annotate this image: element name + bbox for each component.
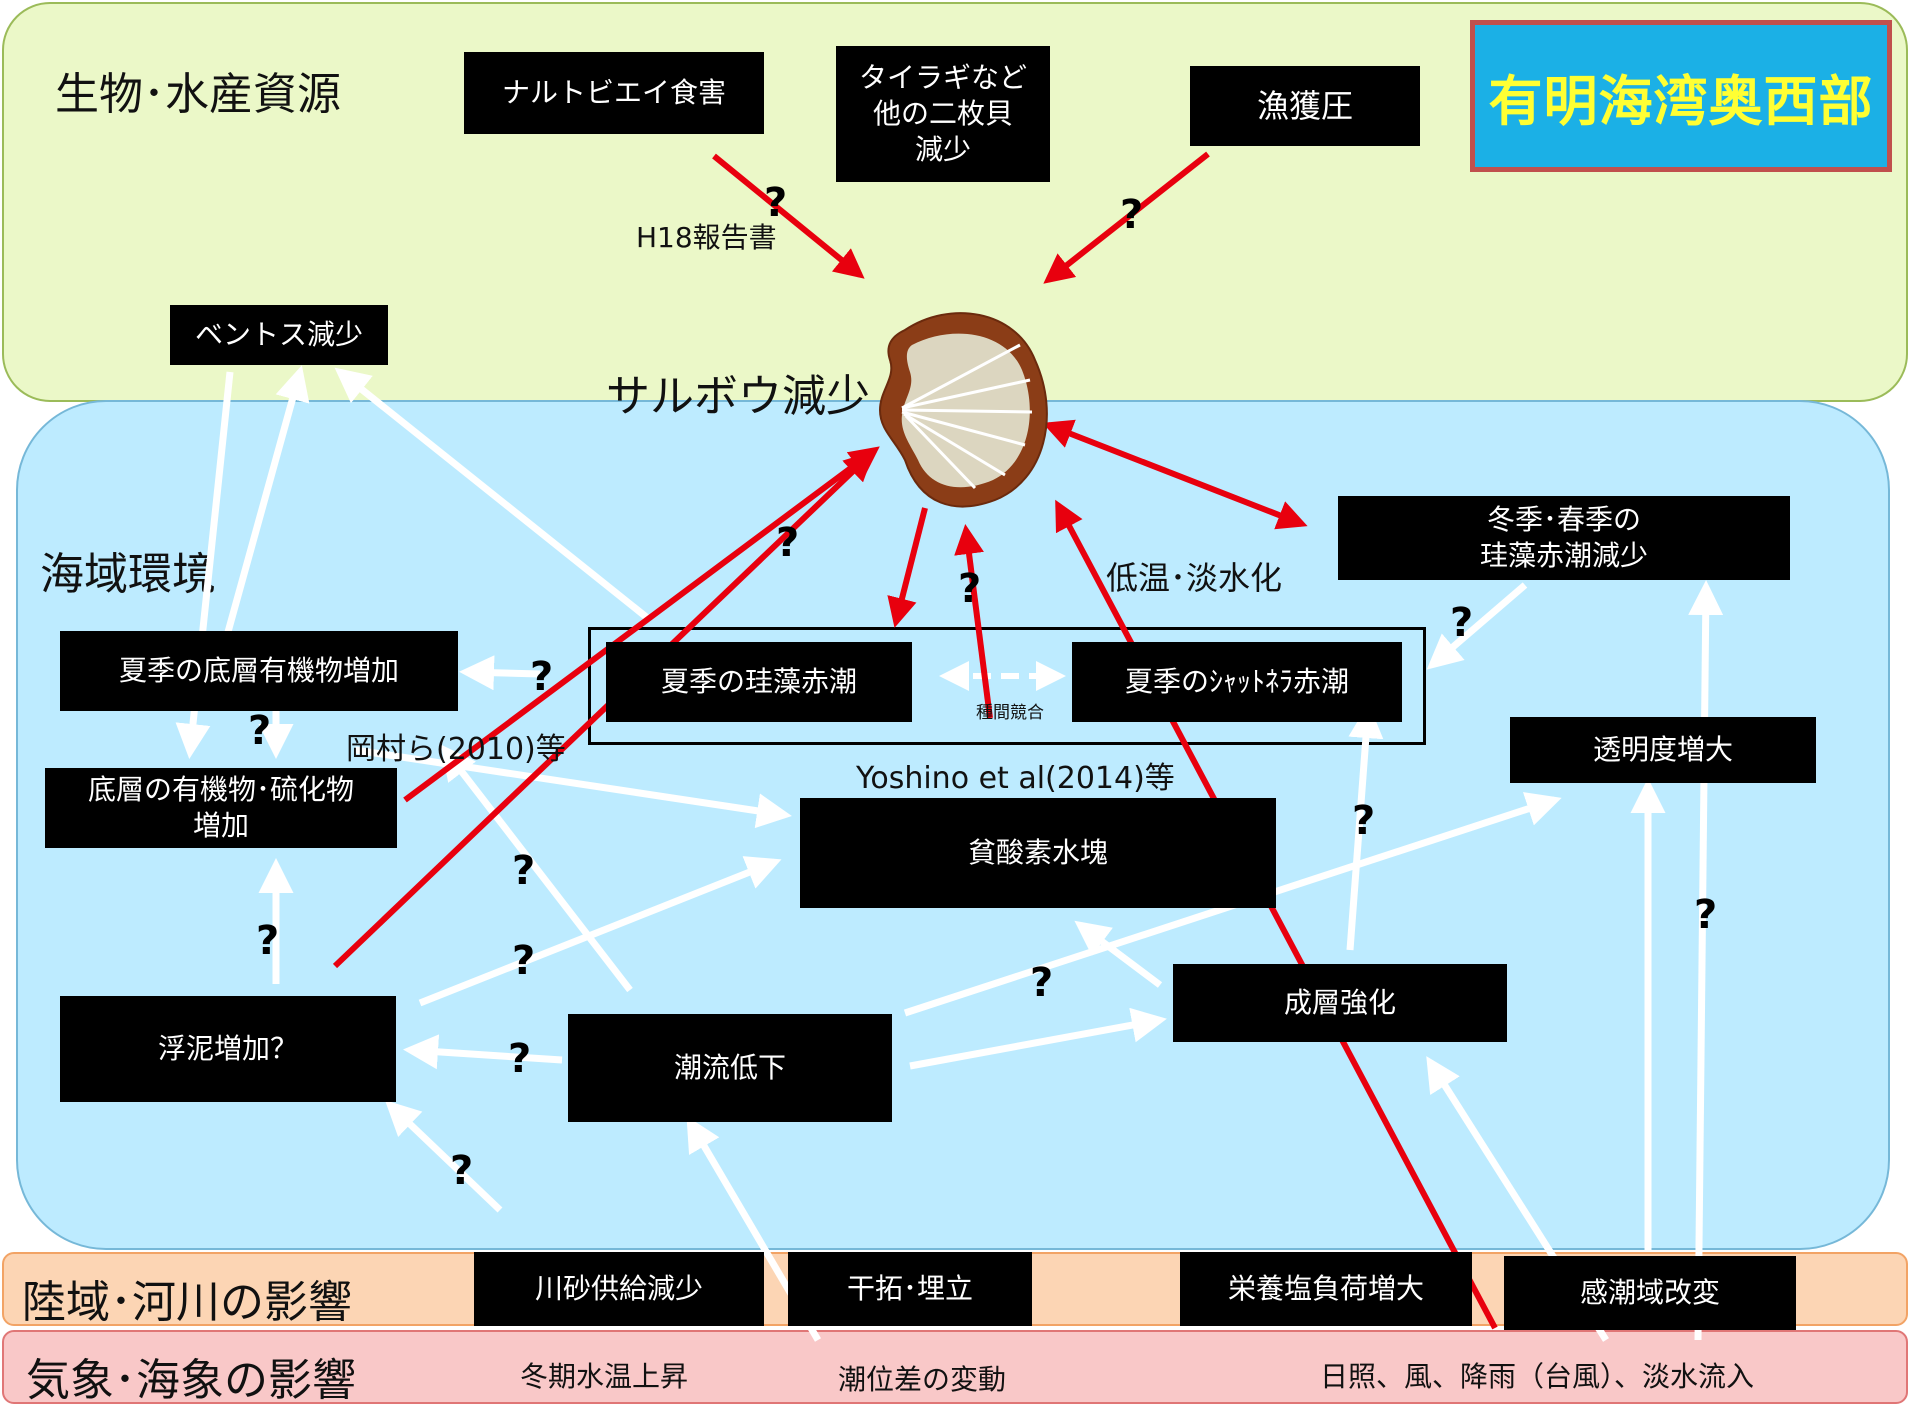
box-chattonella: 夏季のｼｬｯﾄﾈﾗ赤潮	[1072, 642, 1402, 722]
box-summer-organic: 夏季の底層有機物増加	[60, 631, 458, 711]
weather-tide-range: 潮位差の変動	[838, 1363, 1007, 1396]
zone-label-weather: 気象･海象の影響	[26, 1355, 356, 1406]
box-tairagi: タイラギなど 他の二枚貝 減少	[836, 46, 1050, 182]
annotation-low-temp: 低温･淡水化	[1106, 559, 1283, 597]
question-mark: ?	[512, 938, 536, 984]
box-narutobiei: ナルトビエイ食害	[464, 52, 764, 134]
weather-ocean-influence-zone	[2, 1330, 1908, 1404]
arrow-narutobiei-to-sarubo	[712, 153, 865, 279]
title-badge: 有明海湾奥西部	[1470, 20, 1892, 172]
question-mark: ?	[1352, 798, 1376, 844]
box-benthos: ベントス減少	[170, 305, 388, 365]
box-bottom-organic: 底層の有機物･硫化物 増加	[45, 768, 397, 848]
box-tidal-current: 潮流低下	[568, 1014, 892, 1122]
box-gyokaku: 漁獲圧	[1190, 66, 1420, 146]
weather-sunlight: 日照、風、降雨（台風）、淡水流入	[1320, 1360, 1755, 1393]
annotation-h18: H18報告書	[636, 221, 777, 254]
weather-water-temp: 冬期水温上昇	[520, 1360, 689, 1393]
box-stratification: 成層強化	[1173, 964, 1507, 1042]
sarubo-shell-image	[878, 312, 1048, 508]
box-sand: 川砂供給減少	[474, 1252, 764, 1326]
center-label-sarubo: サルボウ減少	[606, 371, 870, 422]
arrow-current-to-organic	[440, 744, 633, 993]
arrow-mud-to-hypoxia	[418, 856, 782, 1007]
zone-label-land: 陸域･河川の影響	[22, 1277, 352, 1328]
arrow-bottom-to-sarubo	[403, 446, 880, 803]
arrow-weather-to-sarubo	[1055, 499, 1498, 1330]
box-transparency: 透明度増大	[1510, 717, 1816, 783]
annotation-okamura: 岡村ら(2010)等	[346, 732, 566, 767]
arrow-to-benthos-2	[334, 367, 653, 623]
arrow-sarubo-to-diatom	[887, 507, 928, 628]
zone-label-sea: 海域環境	[40, 549, 216, 600]
box-nutrient: 栄養塩負荷増大	[1180, 1252, 1472, 1326]
arrow-organic-to-benthos	[224, 365, 310, 633]
page-title: 有明海湾奥西部	[1488, 69, 1874, 133]
box-mud: 浮泥増加？	[60, 996, 396, 1102]
box-summer-diatom: 夏季の珪藻赤潮	[606, 642, 912, 722]
arrow-winter-to-chattonella	[1426, 582, 1528, 670]
question-mark: ?	[530, 654, 554, 700]
question-mark: ?	[256, 918, 280, 964]
arrow-sarubo-winter-double	[1042, 419, 1308, 530]
arrow-mud-to-sarubo	[332, 450, 875, 969]
question-mark: ?	[248, 708, 272, 754]
question-mark: ?	[958, 566, 982, 612]
box-reclamation: 干拓･埋立	[788, 1252, 1032, 1326]
question-mark: ?	[1030, 960, 1054, 1006]
question-mark: ?	[1120, 192, 1144, 238]
question-mark: ?	[764, 180, 788, 226]
arrow-current-to-mud	[403, 1034, 563, 1070]
box-hypoxia: 貧酸素水塊	[800, 798, 1276, 908]
arrow-current-to-strat	[909, 1007, 1167, 1070]
annotation-yoshino: Yoshino et al(2014)等	[856, 761, 1175, 796]
arrow-strat-to-hypoxia	[1074, 920, 1163, 988]
zone-label-bio: 生物･水産資源	[55, 69, 341, 120]
annotation-competition: 種間競合	[976, 703, 1044, 723]
arrow-gyokaku-to-sarubo	[1043, 151, 1210, 284]
box-tidal-area: 感潮域改変	[1504, 1256, 1796, 1330]
question-mark: ?	[1450, 600, 1474, 646]
question-mark: ?	[1694, 892, 1718, 938]
arrow-chattonella-to-sarubo	[954, 524, 993, 719]
arrow-sand-to-mud	[384, 1100, 503, 1213]
arrow-strat-to-chattonella	[1346, 703, 1384, 951]
arrow-tidal-area-to-winter	[1688, 580, 1724, 1341]
arrow-bottom-to-hypoxia	[354, 746, 792, 829]
summer-red-tide-frame	[588, 627, 1426, 745]
question-mark: ?	[512, 848, 536, 894]
box-winter-diatom: 冬季･春季の 珪藻赤潮減少	[1338, 496, 1790, 580]
question-mark: ?	[450, 1148, 474, 1194]
question-mark: ?	[776, 520, 800, 566]
arrow-diatom-to-organic	[459, 655, 541, 691]
question-mark: ?	[508, 1036, 532, 1082]
